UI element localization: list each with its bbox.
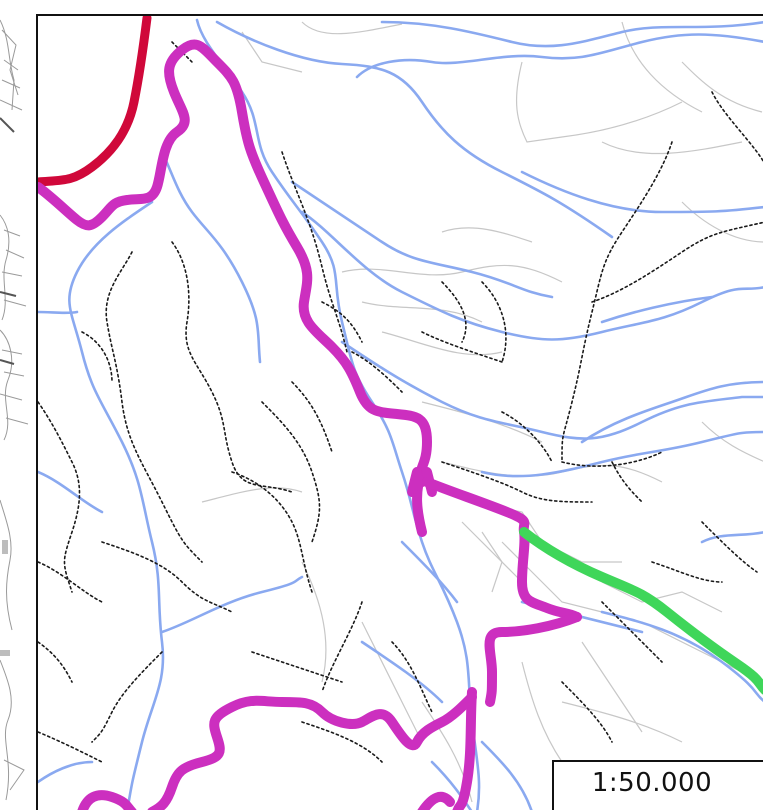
route-magenta bbox=[38, 39, 582, 810]
topographic-map[interactable] bbox=[38, 16, 763, 810]
trails bbox=[38, 41, 763, 763]
scale-label: 1:50.000 bbox=[591, 768, 713, 798]
adjacent-map-strip bbox=[0, 0, 34, 810]
route-green bbox=[519, 527, 763, 695]
map-frame bbox=[36, 14, 763, 810]
minor-roads bbox=[201, 21, 763, 803]
route-red bbox=[38, 16, 152, 187]
scale-indicator: 1:50.000 bbox=[552, 760, 763, 810]
